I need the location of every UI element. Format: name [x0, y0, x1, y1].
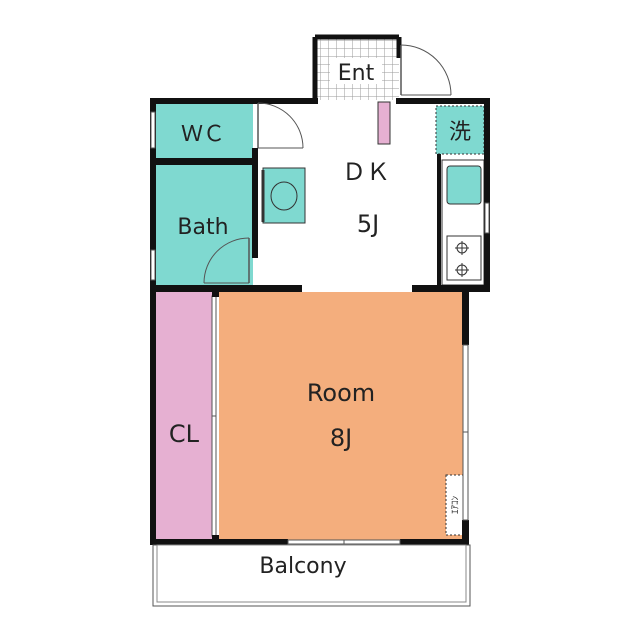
bath-door-swing-icon	[203, 237, 250, 284]
entrance-label: Ent	[338, 61, 375, 86]
entrance: Ent	[312, 34, 402, 100]
washer-label: 洗	[449, 120, 471, 145]
stove-burner-icon	[446, 235, 482, 281]
bath-label: Bath	[177, 215, 228, 240]
aircon-label: ｴｱｺﾝ	[451, 496, 461, 515]
entrance-door-swing-icon	[400, 44, 452, 96]
room-label: Room	[307, 379, 375, 407]
closet-doors	[211, 295, 217, 537]
sink-icon	[446, 165, 482, 205]
balcony-label: Balcony	[259, 554, 346, 579]
dk-label: ＤＫ	[342, 158, 390, 186]
closet-label: CL	[169, 420, 200, 448]
bath-room: Bath	[155, 165, 253, 287]
walls	[150, 98, 490, 545]
room-size: 8J	[330, 424, 352, 452]
wc-door-swing-icon	[257, 102, 304, 149]
aircon-unit: ｴｱｺﾝ	[445, 474, 464, 536]
closet: CL	[155, 292, 213, 540]
washer-area: 洗	[435, 105, 485, 155]
shoe-cabinet	[377, 101, 391, 145]
kitchen-counter	[441, 159, 485, 286]
main-room: Room 8J	[219, 292, 466, 540]
wc-label: ＷＣ	[181, 122, 225, 147]
window-icon	[150, 111, 490, 545]
balcony: Balcony	[152, 544, 471, 607]
wc-room: ＷＣ	[155, 103, 253, 160]
dk-size: 5J	[357, 210, 379, 238]
washbasin-icon	[261, 167, 306, 224]
